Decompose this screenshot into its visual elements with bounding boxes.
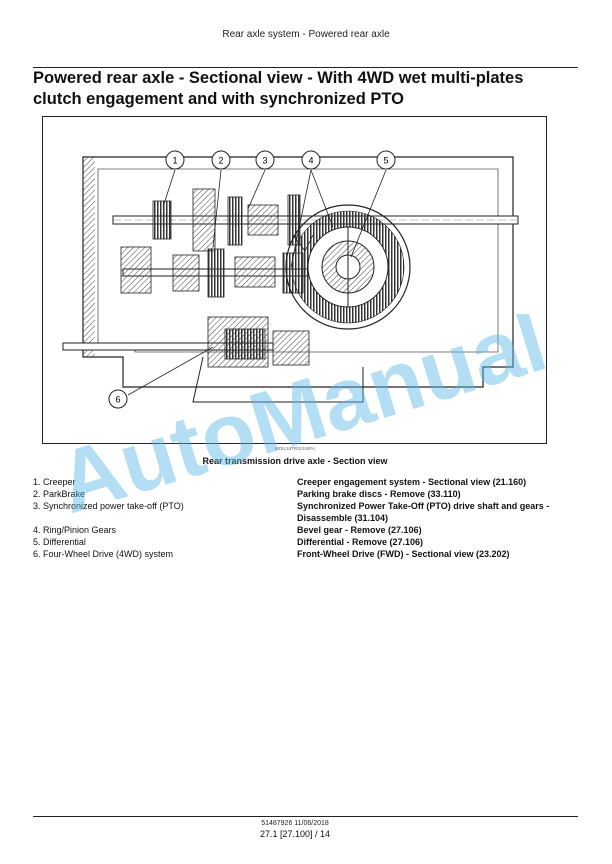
callout-1: 1	[165, 150, 185, 170]
legend-term: 5. Differential	[33, 537, 86, 547]
legend-reference-link[interactable]: Bevel gear - Remove (27.106)	[297, 525, 422, 535]
legend-term: 4. Ring/Pinion Gears	[33, 525, 117, 535]
legend-term: 1. Creeper	[33, 477, 76, 487]
callout-5: 5	[376, 150, 396, 170]
figure-caption: Rear transmission drive axle - Section v…	[202, 456, 388, 466]
legend-term: 3. Synchronized power take-off (PTO)	[33, 501, 184, 511]
footer-divider	[33, 816, 578, 817]
callout-1-label: 1	[172, 156, 177, 166]
callout-6: 6	[108, 389, 128, 409]
legend-item: 3. Synchronized power take-off (PTO) Syn…	[33, 500, 573, 524]
legend-item: 5. Differential Differential - Remove (2…	[33, 536, 573, 548]
housing-wall-hatch	[83, 157, 95, 357]
page-title-line-1: Powered rear axle - Sectional view - Wit…	[33, 69, 524, 87]
legend-list: 1. Creeper Creeper engagement system - S…	[33, 476, 573, 560]
callout-2: 2	[211, 150, 231, 170]
legend-reference-link[interactable]: Differential - Remove (27.106)	[297, 537, 424, 547]
sectional-view-figure: 1 2 3 4 5 6	[42, 116, 547, 444]
transmission-section-drawing: 1 2 3 4 5 6	[62, 150, 519, 409]
ring-gear-differential	[285, 204, 411, 330]
callout-3: 3	[255, 150, 275, 170]
legend-item: 1. Creeper Creeper engagement system - S…	[33, 476, 573, 488]
callout-2-label: 2	[218, 156, 223, 166]
leader-lines	[127, 169, 387, 396]
legend-term: 6. Four-Wheel Drive (4WD) system	[33, 549, 174, 559]
figure-image-code: MOIL18TR01348FA	[274, 446, 316, 451]
legend-reference-link[interactable]: Synchronized Power Take-Off (PTO) drive …	[297, 501, 550, 523]
callout-3-label: 3	[262, 156, 267, 166]
page-title-line-2: clutch engagement and with synchronized …	[33, 90, 405, 108]
legend-term: 2. ParkBrake	[33, 489, 86, 499]
callout-4: 4	[301, 150, 321, 170]
legend-reference-link[interactable]: Parking brake discs - Remove (33.110)	[297, 489, 461, 499]
callout-6-label: 6	[115, 395, 120, 405]
footer-doc-info: 51487926 11/06/2018	[261, 820, 329, 827]
callout-5-label: 5	[383, 156, 388, 166]
legend-item: 6. Four-Wheel Drive (4WD) system Front-W…	[33, 548, 573, 560]
legend-reference-link[interactable]: Front-Wheel Drive (FWD) - Sectional view…	[297, 549, 510, 559]
legend-reference-link[interactable]: Creeper engagement system - Sectional vi…	[297, 477, 527, 487]
legend-item: 2. ParkBrake Parking brake discs - Remov…	[33, 488, 573, 500]
callout-4-label: 4	[308, 156, 313, 166]
page-title: Powered rear axle - Sectional view - Wit…	[33, 67, 578, 110]
running-header: Rear axle system - Powered rear axle	[222, 29, 390, 40]
footer-page-reference: 27.1 [27.100] / 14	[259, 829, 331, 839]
legend-item: 4. Ring/Pinion Gears Bevel gear - Remove…	[33, 524, 573, 536]
